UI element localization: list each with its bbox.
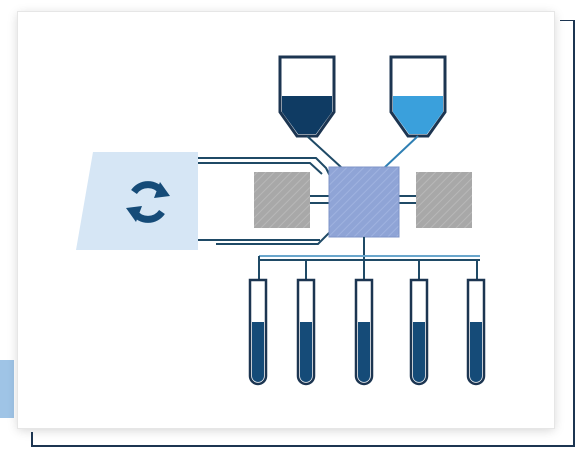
test-tube [466, 278, 486, 386]
test-tube [354, 278, 374, 386]
test-tube [409, 278, 429, 386]
light-reservoir-pipe [383, 135, 419, 169]
reservoir-light [389, 55, 447, 138]
side-accent-tab [0, 360, 14, 418]
dark-reservoir-pipe [306, 135, 343, 169]
fluidic-system-diagram [76, 55, 486, 386]
pump-panel [76, 152, 198, 250]
left-module [254, 172, 310, 228]
diagram-card [18, 12, 554, 428]
test-tube [248, 278, 268, 386]
test-tube [296, 278, 316, 386]
reservoir-dark [278, 55, 336, 138]
right-module [416, 172, 472, 228]
central-hub [328, 166, 400, 238]
